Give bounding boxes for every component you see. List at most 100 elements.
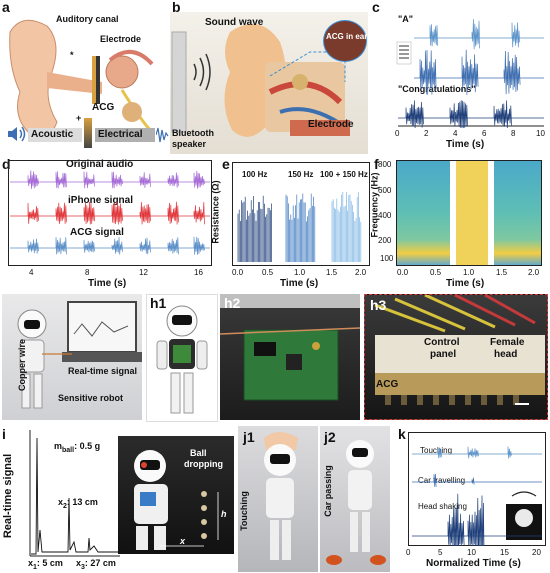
touching-label-j1: Touching — [238, 491, 249, 531]
panel-a-label: a — [2, 0, 10, 15]
x1-value: : 5 cm — [36, 558, 63, 568]
x2-value: : 13 cm — [66, 497, 98, 507]
c-tick: 8 — [511, 129, 516, 138]
sensitive-robot-label: Sensitive robot — [58, 393, 124, 403]
copper-wire-label: Copper wire — [17, 338, 28, 392]
h-label: h — [221, 509, 227, 519]
k-tick: 20 — [532, 548, 541, 557]
d-xlabel: Time (s) — [88, 278, 127, 289]
f-tick: 0.5 — [430, 268, 442, 277]
e-tick: 2.0 — [355, 268, 367, 277]
panel-e-label: e — [222, 156, 230, 172]
k-trace-car-burst — [471, 477, 475, 485]
c-trace-a-burst — [471, 19, 481, 50]
acg-inset-photo — [323, 20, 367, 62]
panel-f-spectrogram — [396, 160, 542, 266]
k-trace-car-burst — [433, 473, 437, 487]
d-trace-iphone-burst — [55, 202, 67, 224]
k-tick: 10 — [467, 548, 476, 557]
x1-symbol: x — [28, 558, 34, 568]
robot-car-photo — [320, 426, 390, 572]
electrical-bar — [95, 128, 155, 142]
k-head-label: Head shaking — [418, 502, 467, 511]
d-tick: 16 — [194, 268, 203, 277]
e-f3-label: 100 + 150 Hz — [320, 170, 368, 179]
mball-value: : 0.5 g — [74, 441, 101, 451]
d-trace-original-burst — [111, 171, 123, 189]
e-ylabel: Resistance (Ω) — [210, 180, 221, 244]
panel-h2-label: h2 — [224, 295, 241, 311]
d-trace-original-burst — [193, 170, 205, 189]
e-f2-label: 150 Hz — [288, 170, 314, 179]
c-trace-a-burst — [511, 22, 521, 48]
h3-female-label-2: head — [494, 349, 518, 360]
c-trace-congrats-burst — [405, 100, 424, 128]
panel-j1-label: j1 — [243, 429, 255, 445]
bluetooth-label-1: Bluetooth — [172, 128, 214, 138]
e-burst-0 — [237, 195, 272, 262]
k-trace-head-burst — [467, 495, 485, 546]
e-tick: 0.5 — [262, 268, 274, 277]
f-ytick: 600 — [378, 186, 392, 195]
acg-label: ACG — [92, 102, 115, 113]
ear-model-photo — [170, 12, 368, 154]
d-tick: 8 — [85, 268, 90, 277]
panel-d-signals — [8, 160, 212, 266]
d-trace-original-burst — [55, 171, 67, 189]
c-tick: 0 — [395, 129, 400, 138]
k-touching-label: Touching — [420, 446, 453, 455]
e-tick: 1.0 — [294, 268, 306, 277]
x2-label: x2: 13 cm — [58, 497, 98, 512]
c-trace-a-2-burst — [461, 49, 479, 95]
original-audio-label: Original audio — [66, 159, 134, 170]
d-trace-iphone-burst — [111, 201, 123, 225]
f-ytick: 100 — [380, 254, 394, 263]
acoustic-label: Acoustic — [31, 129, 74, 140]
d-trace-acg-burst — [111, 237, 123, 255]
f-xlabel: Time (s) — [446, 278, 485, 289]
e-burst-2 — [331, 192, 362, 262]
d-trace-acg-burst — [139, 237, 151, 255]
x2-symbol: x — [58, 497, 64, 507]
d-trace-original-burst — [139, 172, 151, 188]
bluetooth-label-2: speaker — [172, 139, 207, 149]
panel-i-signal — [29, 430, 120, 557]
acoustic-bar — [28, 128, 82, 142]
k-xlabel: Normalized Time (s) — [426, 558, 521, 569]
c-trace-congrats-burst — [449, 100, 468, 128]
word-a-label: "A" — [398, 14, 414, 24]
k-tick: 5 — [438, 548, 443, 557]
d-trace-acg-burst — [83, 240, 95, 253]
f-ylabel: Frequency (Hz) — [369, 172, 380, 238]
d-trace-original-burst — [83, 171, 95, 189]
robot-open-photo — [146, 294, 218, 422]
ball-dropping-photo — [118, 436, 234, 554]
c-tick: 4 — [453, 129, 458, 138]
sound-wave-icon — [193, 53, 211, 91]
panel-b-label: b — [172, 0, 181, 15]
e-burst-1 — [285, 193, 316, 262]
x3-label: x3: 27 cm — [76, 558, 116, 573]
i-signal-trace — [31, 437, 118, 555]
mball-label: mball: 0.5 g — [54, 441, 100, 456]
d-trace-original-burst — [27, 170, 39, 189]
panel-h1-label: h1 — [150, 295, 167, 311]
d-tick: 12 — [139, 268, 148, 277]
wave-icon — [156, 127, 169, 143]
sound-wave-label: Sound wave — [205, 17, 264, 28]
electrical-label: Electrical — [98, 129, 143, 140]
panel-d-label: d — [2, 156, 11, 172]
panel-c-signals — [396, 19, 544, 128]
f-ytick: 200 — [378, 236, 392, 245]
k-trace-touching-burst — [437, 447, 442, 459]
h3-acg-label: ACG — [376, 379, 399, 390]
e-tick: 1.5 — [326, 268, 338, 277]
x3-symbol: x — [76, 558, 82, 568]
k-trace-touching-burst — [467, 446, 479, 459]
acg-in-ear-label: ACG in ear — [326, 32, 368, 41]
panel-f-label: f — [374, 156, 379, 172]
d-trace-iphone-burst — [193, 202, 205, 225]
k-tick: 15 — [500, 548, 509, 557]
robot-board-photo — [220, 294, 360, 420]
d-trace-iphone-burst — [167, 201, 179, 225]
